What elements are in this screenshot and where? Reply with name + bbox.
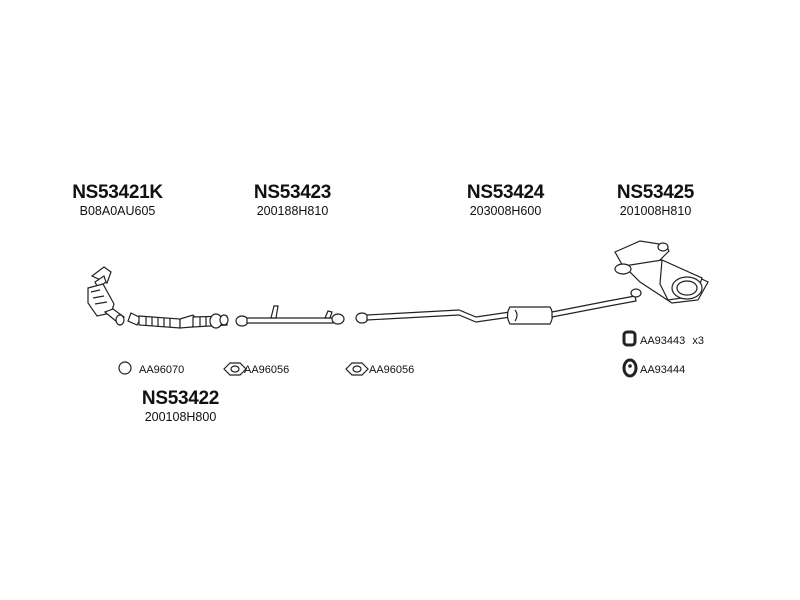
part-label-rear-silencer: NS53425 201008H810	[598, 183, 713, 218]
accessory-label: AA93444	[640, 364, 686, 376]
rubber-hanger-icon	[622, 358, 638, 378]
part-sub-code: 201008H810	[619, 204, 692, 218]
part-sub-code: 203008H600	[469, 204, 542, 218]
part-code: NS53425	[616, 182, 695, 203]
part-sub-code: B08A0AU605	[79, 204, 156, 218]
part-label-middle-silencer: NS53424 203008H600	[448, 183, 563, 218]
flange-gasket-icon	[345, 362, 369, 376]
flex-pipe-drawing	[127, 312, 229, 329]
part-label-catalyst: NS53421K B08A0AU605	[60, 183, 175, 218]
part-sub-code: 200188H810	[256, 204, 329, 218]
accessory-quantity: x3	[692, 335, 704, 347]
rubber-mount-icon	[622, 330, 637, 347]
part-code: NS53424	[466, 182, 545, 203]
middle-silencer-drawing	[355, 295, 637, 325]
flange-gasket-icon	[223, 362, 247, 376]
front-pipe-drawing	[235, 305, 345, 327]
accessory-label: AA96056	[369, 364, 415, 376]
part-label-front-pipe: NS53423 200188H810	[235, 183, 350, 218]
part-code: NS53421K	[72, 182, 163, 203]
accessory-label: AA96070	[139, 364, 185, 376]
part-code: NS53423	[253, 182, 332, 203]
gasket-ring-icon	[118, 361, 132, 375]
rear-silencer-drawing	[614, 240, 709, 304]
catalytic-converter-drawing	[87, 266, 126, 326]
part-sub-code: 200108H800	[144, 410, 217, 424]
part-label-flex-pipe: NS53422 200108H800	[123, 389, 238, 424]
part-code: NS53422	[141, 388, 220, 409]
accessory-code: AA93443	[640, 335, 686, 347]
accessory-label: AA93443 x3	[640, 336, 704, 347]
accessory-label: AA96056	[244, 364, 290, 376]
